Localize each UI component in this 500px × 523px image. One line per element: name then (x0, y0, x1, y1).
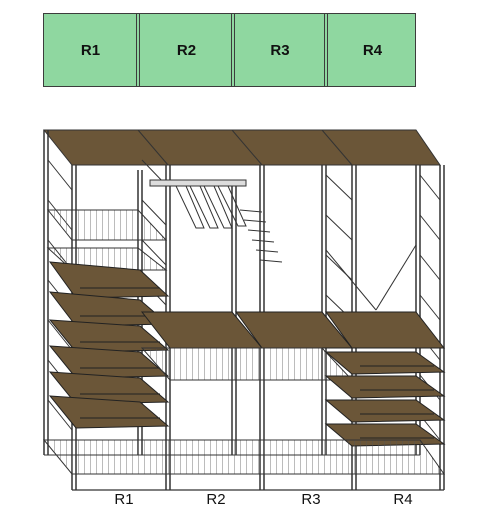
plan-section-r2[interactable]: R2 (140, 14, 233, 86)
plan-divider (136, 14, 140, 86)
r1-shelf-rails (80, 287, 160, 419)
plan-section-label: R1 (80, 41, 101, 59)
front-label-r1: R1 (114, 491, 134, 508)
plan-section-r1[interactable]: R1 (44, 14, 137, 86)
top-board-seam (231, 129, 263, 166)
r1-wire-basket (46, 209, 168, 241)
r2-r3-shoe-rack (140, 347, 354, 381)
top-board-seam (321, 129, 353, 166)
front-label-r2: R2 (206, 491, 226, 508)
r1-shelves (48, 261, 170, 429)
plan-view: R1 R2 R3 R4 (43, 13, 416, 87)
front-label-r4: R4 (393, 491, 413, 508)
plan-section-label: R4 (362, 41, 383, 59)
top-board (42, 129, 441, 166)
plan-section-r4[interactable]: R4 (328, 14, 417, 86)
r4-shelf-rails (360, 365, 434, 439)
plan-divider (324, 14, 328, 86)
r2-tie-rack (175, 185, 283, 263)
top-board-seam (137, 129, 169, 166)
front-label-r3: R3 (301, 491, 321, 508)
plan-divider (231, 14, 235, 86)
plan-section-r3[interactable]: R3 (235, 14, 325, 86)
floor-wire-base (42, 439, 445, 475)
r4-shelves (324, 311, 446, 447)
plan-section-label: R2 (176, 41, 197, 59)
plan-section-label: R3 (270, 41, 290, 59)
r2-pullout-rail (149, 179, 247, 187)
